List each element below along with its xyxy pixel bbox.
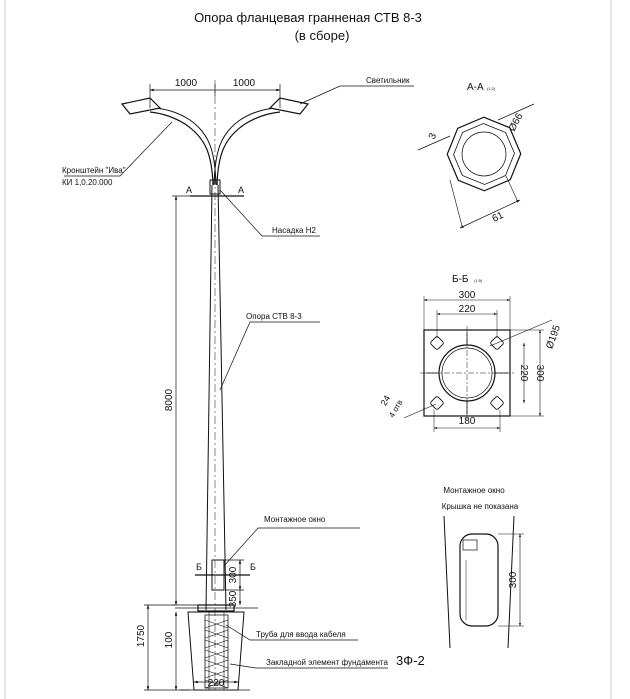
aa-inner-circle (461, 131, 507, 177)
leader-lines (64, 85, 414, 669)
aa-scale: (1:2) (487, 86, 496, 91)
cut-a-right: А (238, 185, 244, 195)
aa-dim-flat (459, 199, 521, 229)
cut-a-left: А (186, 185, 192, 195)
bb-dim-bottom: 180 (459, 416, 476, 427)
aa-dim-flat-label: 61 (491, 210, 506, 225)
label-bracket-1: Кронштейн "Ива" (62, 166, 126, 175)
bb-bolt-holes (430, 336, 504, 410)
bb-dim-outer: 300 (459, 290, 476, 301)
dim-height: 8000 (164, 388, 175, 411)
label-embedded: Закладной элемент фундамента (266, 658, 388, 667)
leader-embedded (229, 663, 388, 669)
main-dimensions (144, 84, 281, 691)
window-detail-note: Крышка не показана (442, 502, 519, 511)
drawing-code: 3Ф-2 (396, 653, 425, 668)
bb-scale: (1:5) (474, 278, 483, 283)
bb-dim-right-outer: 300 (534, 365, 545, 382)
label-luminaire: Светильник (366, 76, 410, 85)
aa-octagon-inner (453, 123, 515, 185)
leader-bracket (64, 121, 173, 177)
leader-luminaire (299, 85, 414, 105)
aa-dim-dia (497, 103, 535, 121)
bracket-arm-left (149, 111, 214, 186)
aa-dim-thick (417, 135, 451, 151)
bb-dim-dia-leader (489, 319, 553, 347)
bracket-arm-left-2 (149, 107, 217, 186)
window-detail (443, 515, 524, 649)
window-detail-title: Монтажное окно (443, 486, 505, 495)
dim-arm-right: 1000 (233, 78, 256, 89)
dim-window-height: 300 (228, 566, 239, 583)
aa-title: А-А (467, 82, 484, 93)
bb-dim-hole: 24 (379, 394, 393, 408)
luminaire-left (120, 97, 162, 115)
drawing-subtitle: (в сборе) (295, 28, 350, 43)
label-bracket-2: КИ 1,0.20.000 (62, 178, 113, 187)
bracket-arm-right-2 (213, 107, 281, 186)
foundation-rebar (204, 612, 229, 690)
bb-dim-hole-leader (403, 403, 437, 419)
bb-ribs (426, 332, 508, 414)
dim-base-width: 220 (208, 678, 225, 689)
luminaire-right (268, 97, 310, 115)
label-window: Монтажное окно (264, 515, 326, 524)
pole-shaft-left (205, 184, 213, 611)
bb-title: Б-Б (452, 274, 469, 285)
dim-window-offset: 350 (228, 590, 239, 607)
dim-arm-left: 1000 (175, 78, 198, 89)
window-opening (459, 533, 499, 627)
aa-octagon-outer (446, 116, 522, 192)
dim-foundation: 1750 (136, 624, 147, 647)
cut-b-right: Б (250, 562, 256, 572)
bracket-arm-right (216, 111, 281, 186)
dim-flange-gap: 100 (164, 631, 175, 648)
drawing-title: Опора фланцевая гранненая СТВ 8-3 (194, 10, 422, 25)
aa-dim-thick-label: 3 (427, 131, 440, 141)
label-nozzle: Насадка Н2 (272, 226, 316, 235)
label-cable-pipe: Труба для ввода кабеля (256, 630, 346, 639)
window-detail-dim: 300 (508, 571, 519, 588)
bb-dim-inner: 220 (459, 304, 476, 315)
pole-shaft-right (217, 184, 227, 611)
cut-b-left: Б (196, 562, 202, 572)
label-pole: Опора СТВ 8-3 (246, 312, 302, 321)
pole-elevation (120, 80, 310, 691)
section-bb (403, 296, 553, 432)
bb-dim-dia: Ø195 (544, 323, 563, 350)
leader-nozzle (219, 189, 320, 237)
bb-dim-right-inner: 220 (518, 365, 529, 382)
leader-window (223, 527, 360, 567)
leader-pipe (225, 624, 358, 641)
leader-pole (219, 321, 320, 391)
section-aa (417, 103, 535, 229)
nozzle-h2 (209, 179, 221, 195)
